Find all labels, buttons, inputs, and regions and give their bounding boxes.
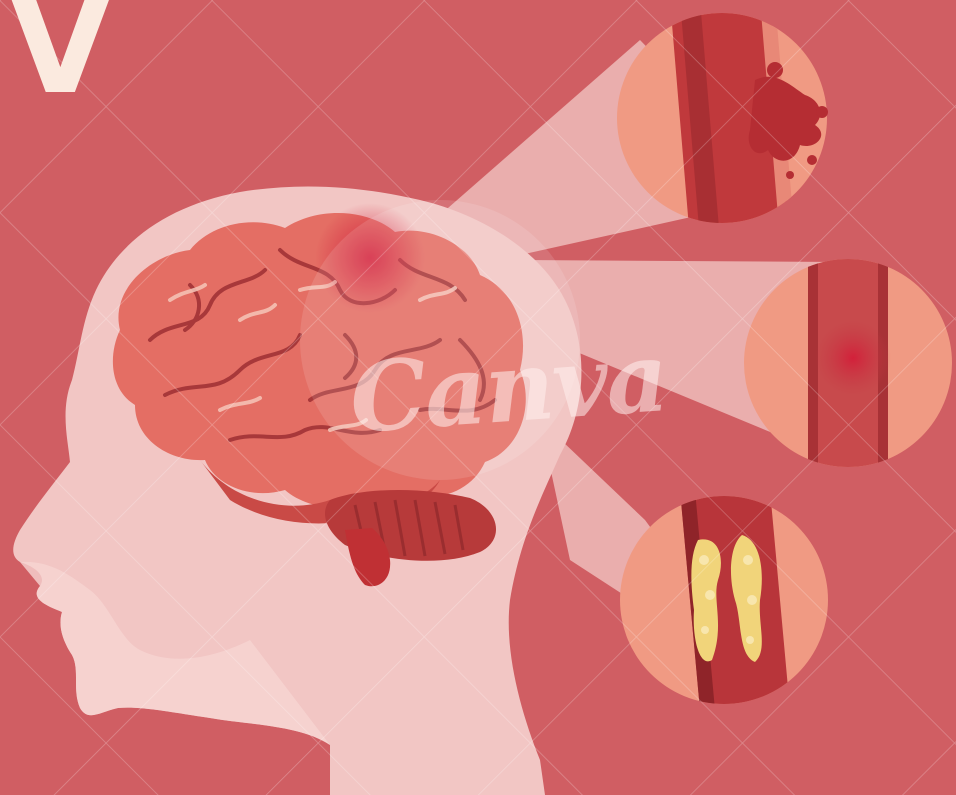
headline-letter: V: [10, 0, 111, 112]
